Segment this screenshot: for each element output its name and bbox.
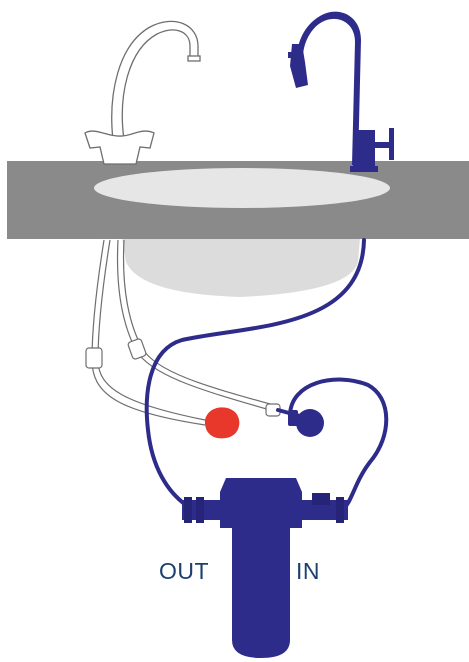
shutoff-valve-icon xyxy=(204,407,240,439)
sink-bowl xyxy=(122,238,360,297)
in-label: IN xyxy=(296,558,320,584)
sink-rim xyxy=(94,168,390,208)
hose-connectors xyxy=(85,338,281,417)
out-label: OUT xyxy=(159,558,210,584)
filter-faucet-icon xyxy=(288,11,394,172)
filter-cartridge-icon xyxy=(182,478,348,658)
mixer-tap-icon xyxy=(84,20,201,165)
tee-valve-icon xyxy=(288,409,324,437)
